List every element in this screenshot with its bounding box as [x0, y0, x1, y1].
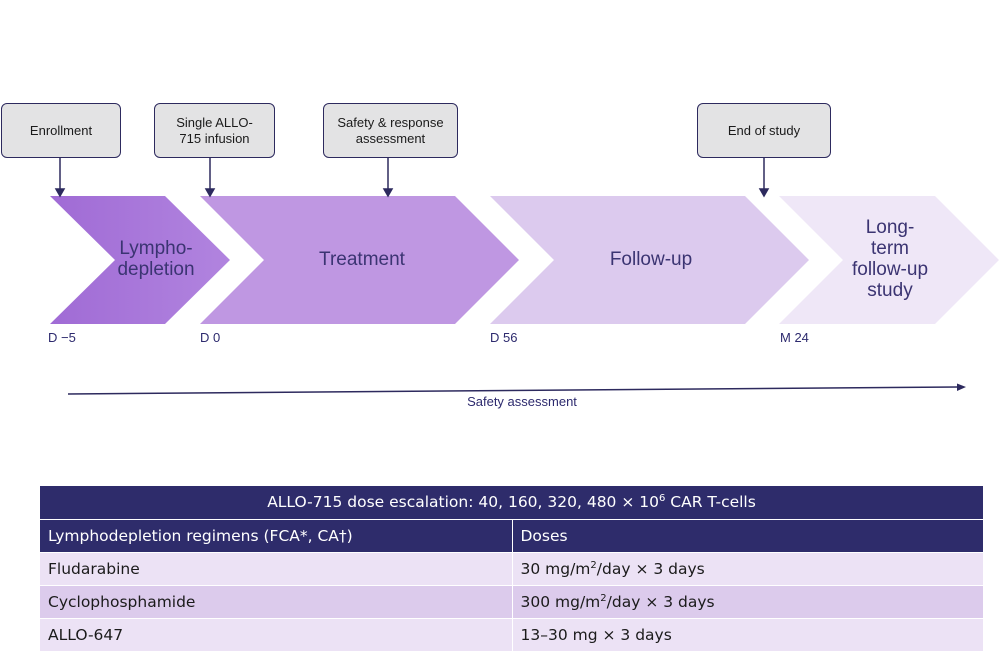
dose-table-title-row: ALLO-715 dose escalation: 40, 160, 320, …	[40, 486, 983, 520]
dose-prefix: 300 mg/m	[520, 592, 601, 611]
milestone-safety-response-line1: Safety & response	[337, 114, 444, 130]
milestone-infusion-line1: Single ALLO-	[176, 114, 253, 130]
dose-table-title-suffix: CAR T-cells	[665, 493, 756, 512]
safety-assessment-arrowhead	[957, 383, 966, 391]
milestone-infusion-line2: 715 infusion	[179, 130, 250, 146]
dose-cell: 30 mg/m2/day × 3 days	[511, 551, 983, 585]
milestone-enrollment: Enrollment	[1, 103, 121, 158]
dose-prefix: 30 mg/m	[520, 559, 591, 578]
milestone-infusion-label: Single ALLO- 715 infusion	[176, 115, 253, 147]
day-label-d56: D 56	[490, 330, 518, 345]
milestone-safety-response: Safety & response assessment	[323, 103, 458, 158]
regimen-cell: Fludarabine	[40, 551, 512, 585]
arrowhead-safety-response	[382, 188, 394, 198]
arrowhead-end-of-study	[758, 188, 770, 198]
day-label-m24: M 24	[780, 330, 809, 345]
dose-suffix: /day × 3 days	[606, 592, 715, 611]
phase-long-term-line1: Long-	[865, 217, 915, 238]
safety-assessment-label: Safety assessment	[467, 394, 577, 409]
dose-table-title-exponent: 6	[659, 493, 666, 505]
table-row: ALLO-647 13–30 mg × 3 days	[40, 617, 983, 651]
dose-prefix: 13–30 mg × 3 days	[520, 625, 672, 644]
dose-table: ALLO-715 dose escalation: 40, 160, 320, …	[40, 486, 983, 651]
phase-follow-up-text: Follow-up	[609, 249, 693, 270]
milestone-safety-response-line2: assessment	[355, 130, 426, 146]
table-row: Fludarabine 30 mg/m2/day × 3 days	[40, 551, 983, 585]
dose-exponent: 2	[590, 559, 597, 571]
table-row: Cyclophosphamide 300 mg/m2/day × 3 days	[40, 584, 983, 618]
phase-treatment-text: Treatment	[319, 249, 405, 270]
phase-chevron-follow-up	[490, 196, 809, 324]
phase-label-long-term: Long- term follow-up study	[838, 217, 942, 301]
safety-assessment-arrow	[67, 386, 959, 395]
phase-label-follow-up: Follow-up	[570, 249, 732, 270]
dose-table-title-prefix: ALLO-715 dose escalation: 40, 160, 320, …	[267, 493, 659, 512]
day-label-d-minus-5: D −5	[48, 330, 76, 345]
day-label-d0: D 0	[200, 330, 221, 345]
phase-lymphodepletion-line2: depletion	[117, 259, 195, 280]
milestone-safety-response-label: Safety & response assessment	[337, 115, 443, 147]
phase-long-term-line4: study	[867, 280, 913, 301]
phase-label-treatment: Treatment	[282, 249, 442, 270]
regimen-cell: Cyclophosphamide	[40, 584, 512, 618]
milestone-end-of-study: End of study	[697, 103, 831, 158]
regimen-cell: ALLO-647	[40, 617, 512, 651]
dose-cell: 300 mg/m2/day × 3 days	[511, 584, 983, 618]
phase-long-term-line2: term	[871, 238, 909, 259]
milestone-infusion: Single ALLO- 715 infusion	[154, 103, 275, 158]
dose-table-title: ALLO-715 dose escalation: 40, 160, 320, …	[40, 486, 983, 520]
phase-label-lymphodepletion: Lympho- depletion	[105, 238, 207, 280]
column-header-doses: Doses	[511, 519, 983, 552]
milestone-enrollment-label: Enrollment	[29, 122, 93, 138]
phase-lymphodepletion-line1: Lympho-	[119, 238, 193, 259]
column-header-regimens: Lymphodepletion regimens (FCA*, CA†)	[40, 519, 512, 552]
phase-chevron-long-term	[779, 196, 999, 324]
dose-exponent: 2	[600, 592, 607, 604]
dose-suffix: /day × 3 days	[596, 559, 705, 578]
arrowhead-enrollment	[54, 188, 66, 198]
dose-cell: 13–30 mg × 3 days	[511, 617, 983, 651]
phase-chevron-lymphodepletion	[50, 196, 230, 324]
phase-chevron-treatment	[200, 196, 519, 324]
arrowhead-infusion	[204, 188, 216, 198]
dose-table-header-row: Lymphodepletion regimens (FCA*, CA†) Dos…	[40, 519, 983, 552]
phase-long-term-line3: follow-up	[851, 259, 929, 280]
milestone-end-of-study-label: End of study	[727, 122, 801, 138]
